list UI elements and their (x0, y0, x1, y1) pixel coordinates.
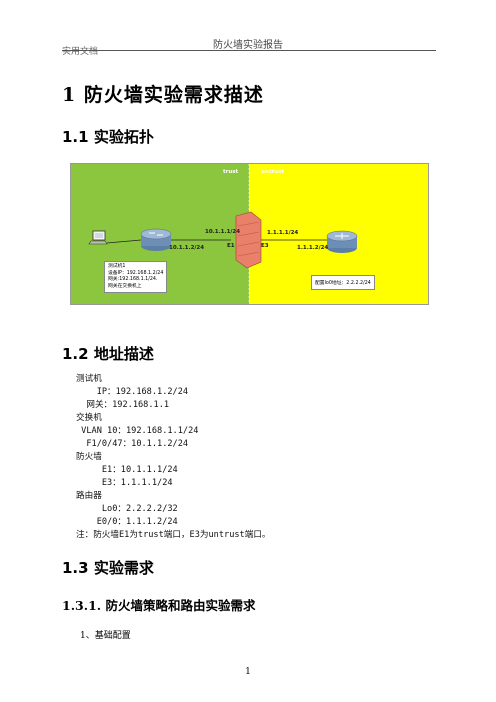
address-note: 注：防火墙E1为trust端口，E3为untrust端口。 (76, 530, 271, 540)
firewall-e3-ip: 1.1.1.1/24 (267, 230, 299, 236)
header-title: 防火墙实验报告 (213, 40, 283, 51)
address-description: 测试机 IP：192.168.1.2/24 网关：192.168.1.1 交换机… (76, 373, 271, 542)
switch-icon (140, 228, 172, 251)
topology-links (88, 164, 358, 304)
address-line: 路由器 (76, 491, 102, 501)
heading-1-3-text: 实验需求 (93, 559, 154, 577)
firewall-e3-label: E3 (261, 243, 269, 249)
list-item-basic-config: 1、基础配置 (80, 631, 131, 641)
heading-1-3: 1.3 实验需求 (62, 557, 154, 578)
zone-untrust-label: untrust (261, 169, 284, 175)
router-icon (326, 230, 358, 253)
note-router: 配置lo0地址：2.2.2.2/24 (311, 275, 375, 290)
topology-diagram: trust untrust 10.1.1.1/24 10.1.1.2/24 E1… (70, 163, 429, 305)
header-subtitle: 实用文档 (62, 47, 99, 57)
address-line: F1/0/47：10.1.1.2/24 (76, 439, 189, 449)
router-ip: 1.1.1.2/24 (297, 245, 329, 251)
address-line: Lo0：2.2.2.2/32 (76, 504, 178, 514)
switch-ip: 10.1.1.2/24 (169, 245, 205, 251)
firewall-e1-ip: 10.1.1.1/24 (205, 229, 241, 235)
address-line: E3：1.1.1.1/24 (76, 478, 173, 488)
heading-1-3-number: 1.3 (62, 559, 89, 577)
page-number: 1 (245, 667, 251, 677)
note-test-pc: 测试机1 设备IP：192.168.1.2/24 网关:192.168.1.1/… (104, 261, 168, 293)
note-line: 网关在交换机上 (108, 283, 142, 289)
heading-1: 1 防火墙实验需求描述 (62, 84, 264, 106)
note-line: 网关:192.168.1.1/24. (108, 277, 158, 282)
header-rule (62, 50, 436, 51)
heading-1-2-text: 地址描述 (93, 345, 154, 363)
zone-trust-label: trust (223, 169, 239, 175)
address-line: E1：10.1.1.1/24 (76, 465, 178, 475)
address-line: 防火墙 (76, 452, 102, 462)
address-line: 交换机 (76, 413, 102, 423)
heading-1-3-1: 1.3.1. 防火墙策略和路由实验需求 (62, 598, 256, 613)
heading-1-1-text: 实验拓扑 (93, 128, 154, 146)
heading-1-2-number: 1.2 (62, 345, 89, 363)
laptop-icon (88, 230, 108, 245)
link-pc-switch (106, 239, 142, 244)
note-line: 设备IP：192.168.1.2/24 (108, 270, 164, 276)
firewall-e1-label: E1 (227, 243, 235, 249)
address-line: 网关：192.168.1.1 (76, 400, 170, 410)
heading-1-1: 1.1 实验拓扑 (62, 126, 154, 147)
address-line: E0/0：1.1.1.2/24 (76, 517, 178, 527)
address-line: 测试机 (76, 374, 102, 384)
heading-1-2: 1.2 地址描述 (62, 343, 154, 364)
note-line: 测试机1 (108, 264, 126, 269)
address-line: VLAN 10：192.168.1.1/24 (76, 426, 199, 436)
address-line: IP：192.168.1.2/24 (76, 387, 189, 397)
firewall-icon (235, 211, 262, 269)
heading-1-1-number: 1.1 (62, 128, 89, 146)
